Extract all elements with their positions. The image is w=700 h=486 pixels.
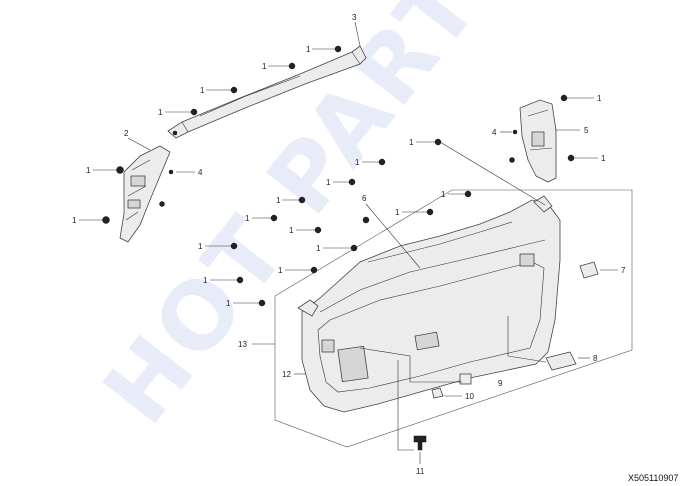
callout-1: 1 <box>245 214 250 223</box>
right-pillar-trim-part <box>519 99 557 183</box>
callout-7: 7 <box>621 266 626 275</box>
assembly-frame <box>274 189 633 448</box>
callout-1: 1 <box>203 276 208 285</box>
callout-1: 1 <box>276 196 281 205</box>
callout-1: 1 <box>226 299 231 308</box>
callout-13: 13 <box>238 340 247 349</box>
callout-8: 8 <box>593 354 598 363</box>
cap-part-10 <box>431 387 444 399</box>
callout-1: 1 <box>316 244 321 253</box>
left-pillar-trim-part <box>119 145 171 243</box>
cover-part-8 <box>545 351 577 371</box>
roof-rail-trim-part <box>167 45 367 139</box>
callout-1: 1 <box>262 62 267 71</box>
callout-1: 1 <box>278 266 283 275</box>
callout-1: 1 <box>198 242 203 251</box>
callout-1: 1 <box>326 178 331 187</box>
callout-1: 1 <box>355 158 360 167</box>
callout-1: 1 <box>601 154 606 163</box>
callout-1: 1 <box>395 208 400 217</box>
callout-1: 1 <box>306 45 311 54</box>
callout-1: 1 <box>200 86 205 95</box>
callout-1: 1 <box>158 108 163 117</box>
liftgate-trim-panel-part <box>297 195 561 413</box>
callout-labels: 3 1 1 1 1 2 1 4 1 1 4 5 1 1 1 1 6 1 1 1 … <box>72 13 626 476</box>
callout-1: 1 <box>441 190 446 199</box>
screw-part-11 <box>413 435 427 451</box>
callout-4: 4 <box>492 128 497 137</box>
callout-1: 1 <box>72 216 77 225</box>
callout-4: 4 <box>198 168 203 177</box>
callout-3: 3 <box>352 13 357 22</box>
callout-2: 2 <box>124 129 129 138</box>
callout-10: 10 <box>465 392 474 401</box>
leader-lines <box>79 21 618 464</box>
callout-1: 1 <box>289 226 294 235</box>
drawing-code: X505110907 <box>628 473 678 483</box>
cap-part-9 <box>459 373 472 385</box>
clip-fasteners <box>102 45 575 307</box>
callout-1: 1 <box>597 94 602 103</box>
callout-5: 5 <box>584 126 589 135</box>
callout-9: 9 <box>498 379 503 388</box>
callout-11: 11 <box>416 467 425 476</box>
cap-part-7 <box>579 261 599 279</box>
callout-6: 6 <box>362 194 367 203</box>
callout-12: 12 <box>282 370 291 379</box>
callout-1: 1 <box>86 166 91 175</box>
callout-1: 1 <box>409 138 414 147</box>
